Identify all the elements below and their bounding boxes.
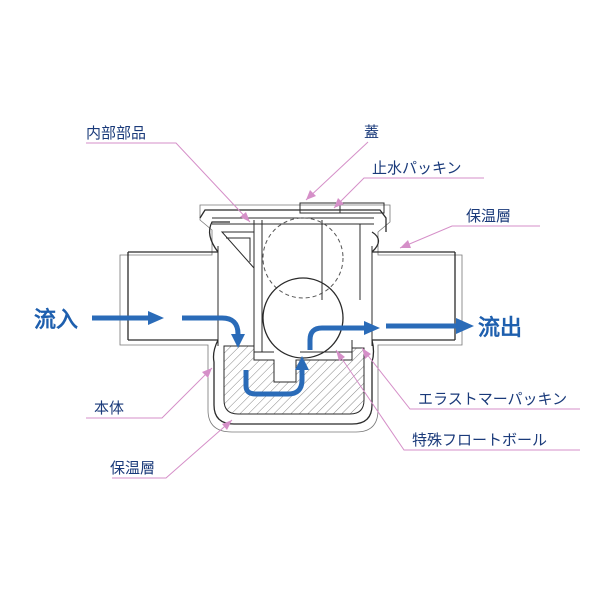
label-insulation-top: 保温層 xyxy=(466,207,511,225)
hatched-bowl xyxy=(223,345,365,415)
label-inner-parts: 内部部品 xyxy=(86,124,146,142)
insulation-layer-outline xyxy=(119,204,463,433)
label-body: 本体 xyxy=(94,399,124,417)
label-inflow: 流入 xyxy=(34,307,78,333)
internal-flow-arrow xyxy=(243,321,380,397)
label-lid: 蓋 xyxy=(364,123,379,141)
label-outflow: 流出 xyxy=(478,315,522,341)
leader-lines xyxy=(86,141,580,479)
inflow-arrow xyxy=(92,311,245,348)
special-float-ball xyxy=(262,277,344,359)
label-water-packing: 止水パッキン xyxy=(372,159,462,177)
inner-parts xyxy=(220,220,361,353)
label-special-float-ball: 特殊フロートボール xyxy=(412,431,547,449)
float-ball-raised-position xyxy=(262,217,344,299)
valve-body xyxy=(127,209,456,425)
label-insulation-bottom: 保温層 xyxy=(110,459,155,477)
outflow-arrow xyxy=(386,318,474,334)
label-elastomer-packing: エラストマーパッキン xyxy=(418,390,567,408)
